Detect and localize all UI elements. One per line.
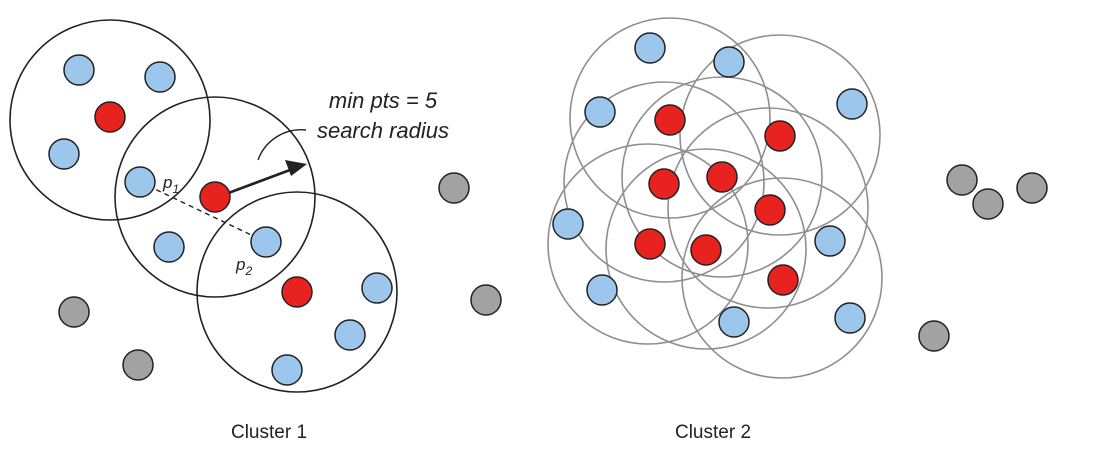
core-point (654, 104, 686, 136)
cluster-1-caption: Cluster 1 (231, 422, 307, 443)
search-radius-arc (257, 129, 307, 161)
cluster-2-search-circle (605, 148, 807, 350)
border-point (713, 46, 745, 78)
cluster-2-search-circles (547, 17, 883, 379)
p2-label: p2 (235, 255, 252, 278)
noise-point (918, 320, 950, 352)
cluster-2-search-circle (621, 76, 823, 278)
border-point (271, 354, 303, 386)
border-point (124, 166, 156, 198)
noise-point (122, 349, 154, 381)
core-point (706, 161, 738, 193)
cluster-2-caption: Cluster 2 (675, 422, 751, 443)
p2-label-base: p (235, 255, 245, 274)
p1-label-base: p (162, 173, 172, 192)
border-point (63, 54, 95, 86)
border-point (48, 138, 80, 170)
border-point (836, 88, 868, 120)
core-point (764, 120, 796, 152)
cluster-2-search-circle (679, 34, 881, 236)
cluster-2-search-circle (667, 107, 869, 309)
search-radius-label: search radius (317, 118, 449, 143)
border-point (634, 32, 666, 64)
border-point (586, 274, 618, 306)
data-points (48, 32, 1048, 386)
noise-point (946, 164, 978, 196)
noise-point (1016, 172, 1048, 204)
border-point (834, 302, 866, 334)
cluster-2-search-circle (547, 143, 749, 345)
cluster-2-search-circle (563, 81, 765, 283)
border-point (153, 231, 185, 263)
border-point (361, 272, 393, 304)
border-point (552, 208, 584, 240)
core-point (648, 168, 680, 200)
border-point (718, 306, 750, 338)
cluster-2-search-circle (681, 177, 883, 379)
border-point (814, 225, 846, 257)
cluster-1-search-circles (9, 19, 398, 393)
noise-point (58, 296, 90, 328)
min-pts-label: min pts = 5 (329, 88, 438, 113)
core-point (634, 228, 666, 260)
border-point (584, 96, 616, 128)
p1-label: p1 (162, 173, 179, 196)
core-point (690, 234, 722, 266)
noise-point (438, 172, 470, 204)
cluster-2-search-circle (569, 17, 771, 219)
border-point (144, 61, 176, 93)
cluster-1-search-circle (196, 191, 398, 393)
p2-label-sub: 2 (244, 264, 252, 278)
core-point (281, 276, 313, 308)
p1-label-sub: 1 (172, 182, 179, 196)
noise-point (470, 284, 502, 316)
border-point (334, 319, 366, 351)
core-point (754, 194, 786, 226)
cluster-1-search-circle (9, 19, 211, 221)
border-point (250, 226, 282, 258)
search-radius-arrowhead (285, 160, 307, 176)
cluster-1-search-circle (114, 96, 316, 298)
noise-point (972, 188, 1004, 220)
core-point (94, 101, 126, 133)
core-point (199, 181, 231, 213)
core-point (767, 264, 799, 296)
